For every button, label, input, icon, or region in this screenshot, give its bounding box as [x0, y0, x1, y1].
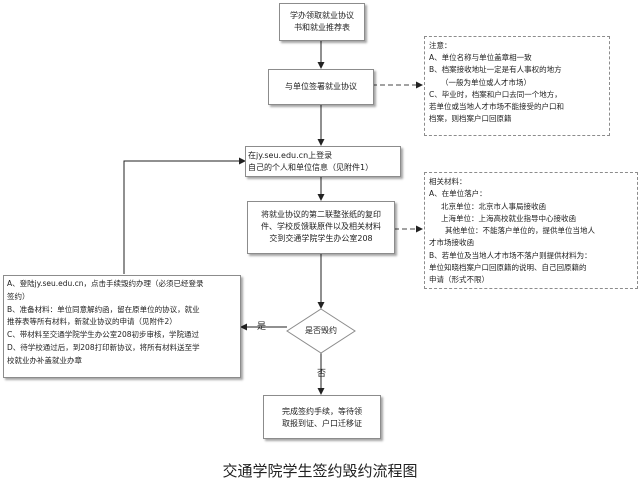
step-submit-materials-line1: 将就业协议的第二联整张纸的复印 — [261, 210, 381, 219]
breach-line-a2: 签约） — [7, 291, 30, 301]
materials-item-a: A、在单位落户： — [429, 189, 487, 199]
decision-diamond — [286, 308, 356, 354]
attention-item-c3: 档案，则档案户口回原籍 — [429, 114, 512, 124]
yes-label: 是 — [257, 322, 267, 332]
step-complete-line1: 完成签约手续，等待领 — [282, 407, 362, 416]
attention-item-b-note: （一般为单位或人才市场） — [441, 77, 531, 87]
diagram-title: 交通学院学生签约毁约流程图 — [222, 462, 418, 480]
step-complete-line2: 取报到证、户口迁移证 — [282, 419, 362, 428]
step-submit-materials-line2: 件、学校反馈联原件以及相关材料 — [261, 222, 381, 231]
materials-item-b-cont1: 单位知晓档案户口回原籍的说明、自己回原籍的 — [429, 263, 587, 273]
materials-title: 相关材料： — [429, 177, 467, 186]
attention-note: 注意： A、单位名称与单位盖章相一致 B、档案接收地址一定是有人事权的地方 （一… — [424, 36, 610, 136]
breach-line-a1: A、登陆jy.seu.edu.cn，点击手续毁约办理（必须已经登录 — [7, 279, 204, 288]
breach-line-b1: B、准备材料：单位同意解约函，留在原单位的协议，就业 — [7, 304, 200, 314]
no-label: 否 — [317, 369, 327, 379]
materials-item-b: B、若单位及当地人才市场不落户则提供材料为： — [429, 250, 592, 260]
step-sign-agreement: 与单位签署就业协议 — [268, 69, 374, 105]
breach-line-d2: 校就业办补盖就业办章 — [7, 355, 82, 365]
decision-label: 是否毁约 — [305, 326, 337, 335]
attention-title: 注意： — [429, 41, 452, 50]
materials-item-b-cont2: 申请（形式不限） — [429, 275, 489, 285]
breach-line-c: C、带材料至交通学院学生办公室208初步审核，学院通过 — [7, 330, 200, 340]
breach-line-d1: D、待学校通过后，到208打印新协议，将所有材料送至学 — [7, 342, 200, 352]
step-get-agreement: 学办领取就业协议 书和就业推荐表 — [279, 3, 365, 41]
step-get-agreement-line2: 书和就业推荐表 — [294, 23, 350, 32]
step-online-login: 在jy.seu.edu.cn上登录 自己的个人和单位信息（见附件1） — [245, 146, 401, 177]
step-complete: 完成签约手续，等待领 取报到证、户口迁移证 — [263, 395, 381, 439]
step-online-login-line2: 自己的个人和单位信息（见附件1） — [248, 163, 374, 172]
materials-shanghai: 上海单位：上海高校就业指导中心接收函 — [441, 213, 576, 223]
attention-item-a: A、单位名称与单位盖章相一致 — [429, 53, 532, 63]
step-online-login-line1: 在jy.seu.edu.cn上登录 — [248, 151, 333, 160]
breach-procedure-box: A、登陆jy.seu.edu.cn，点击手续毁约办理（必须已经登录 签约） B、… — [3, 275, 241, 378]
materials-other-cont: 才市场接收函 — [429, 238, 474, 248]
arrow-breach-s3 — [123, 157, 246, 274]
materials-other: 其他单位：不能落户单位的，提供单位当地人 — [445, 226, 595, 236]
breach-line-b2: 推荐表等所有材料，新就业协议的申请（见附件2） — [7, 317, 177, 327]
step-get-agreement-line1: 学办领取就业协议 — [290, 11, 354, 20]
attention-item-c2: 若单位或当地人才市场不能接受的户口和 — [429, 102, 564, 112]
materials-beijing: 北京单位：北京市人事局接收函 — [441, 201, 546, 211]
step-submit-materials-line3: 交到交通学院学生办公室208 — [269, 234, 373, 243]
materials-note: 相关材料： A、在单位落户： 北京单位：北京市人事局接收函 上海单位：上海高校就… — [424, 172, 638, 289]
step-submit-materials: 将就业协议的第二联整张纸的复印 件、学校反馈联原件以及相关材料 交到交通学院学生… — [247, 201, 395, 254]
attention-item-b: B、档案接收地址一定是有人事权的地方 — [429, 65, 562, 75]
step-sign-agreement-label: 与单位签署就业协议 — [285, 82, 357, 91]
attention-item-c1: C、毕业时，档案和户口去同一个地方， — [429, 89, 562, 99]
